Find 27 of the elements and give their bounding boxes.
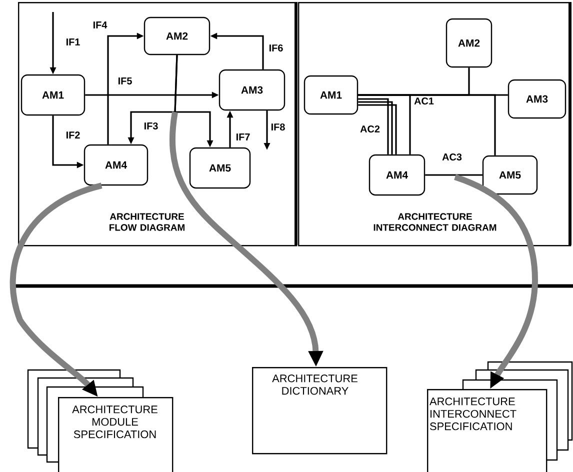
edge-label: AC3 [441, 152, 463, 162]
connector-line [425, 174, 482, 176]
edge-label: IF3 [142, 121, 160, 131]
edge-label: AC2 [359, 124, 381, 134]
edge-label: IF8 [270, 122, 286, 132]
module-box: AM5 [189, 147, 251, 189]
module-box: AM5 [482, 155, 538, 195]
module-box: AM2 [446, 18, 492, 68]
document-stack: ARCHITECTURE MODULE SPECIFICATION [27, 369, 174, 472]
edge-label: IF4 [92, 20, 108, 30]
edge-label: IF1 [64, 38, 82, 46]
module-box: AM4 [84, 144, 148, 186]
module-box: AM1 [20, 74, 86, 116]
edge-label: IF6 [268, 43, 284, 53]
document-box: ARCHITECTURE DICTIONARY [252, 366, 388, 454]
edge-label: IF5 [116, 76, 134, 86]
connector-line [358, 94, 496, 156]
module-box: AM3 [218, 69, 286, 111]
edge-label: AC1 [413, 96, 435, 106]
document-stack: ARCHITECTURE INTERCONNECT SPECIFICATION [427, 361, 573, 472]
edge-label: IF2 [64, 130, 82, 140]
module-box: AM4 [368, 154, 426, 196]
module-box: AM2 [144, 16, 210, 56]
module-box: AM1 [304, 75, 358, 115]
module-box: AM3 [508, 79, 566, 119]
edge-label: IF7 [234, 132, 252, 142]
connector-line [357, 98, 397, 156]
